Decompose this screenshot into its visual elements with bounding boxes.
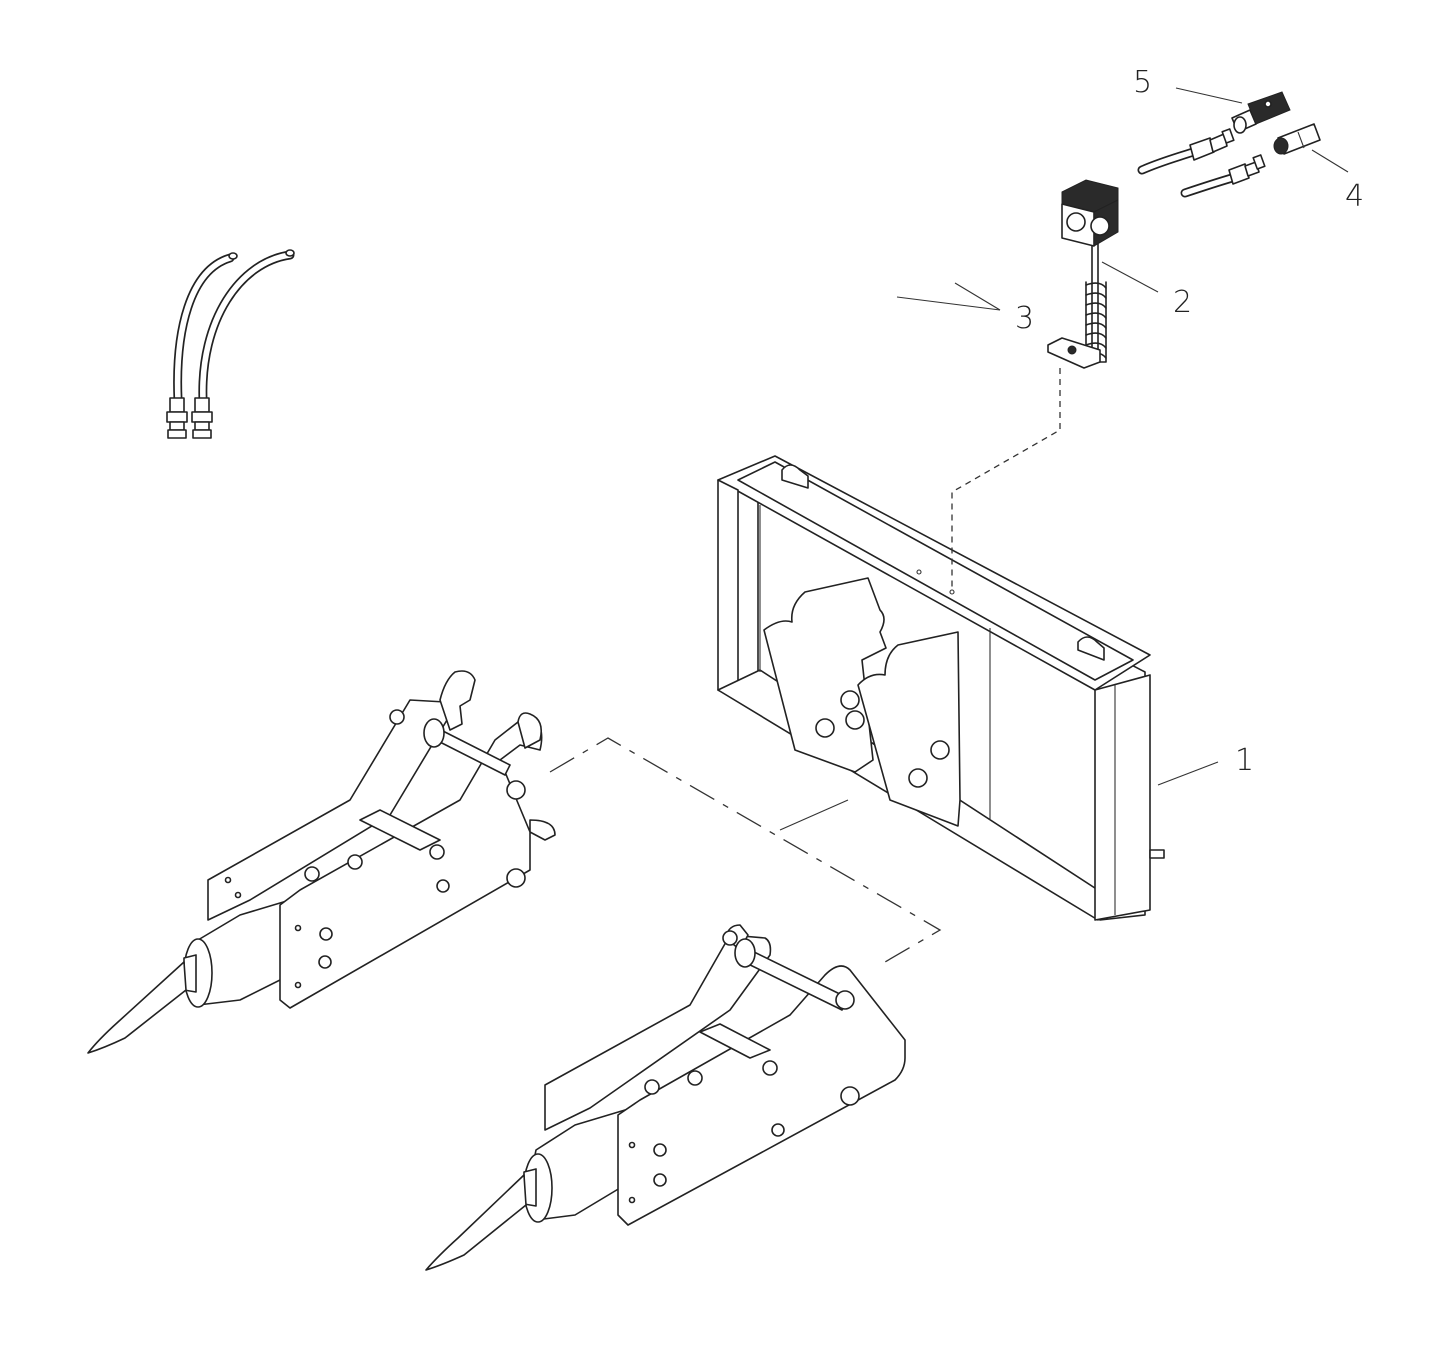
assembly-line-bracket [951, 368, 1061, 588]
callout-label-2: 2 [1173, 285, 1192, 320]
callout-label-5: 5 [1133, 65, 1152, 100]
hose-end-lower [1180, 154, 1266, 198]
hose-end-upper [1137, 128, 1235, 175]
callout-leaders [896, 87, 1349, 786]
hydraulic-breaker-lower [425, 924, 906, 1271]
female-coupler-part-5 [1231, 91, 1291, 134]
hydraulic-hoses [166, 249, 295, 439]
hydraulic-breaker-upper [87, 670, 556, 1054]
callout-label-3: 3 [1015, 301, 1034, 336]
mounting-frame [717, 455, 1165, 921]
callout-label-1: 1 [1235, 743, 1254, 778]
callout-label-4: 4 [1345, 179, 1364, 214]
assembly-line-breakers [549, 737, 942, 963]
hose-holder-bracket [1047, 179, 1119, 369]
male-coupler-part-4 [1273, 123, 1321, 155]
